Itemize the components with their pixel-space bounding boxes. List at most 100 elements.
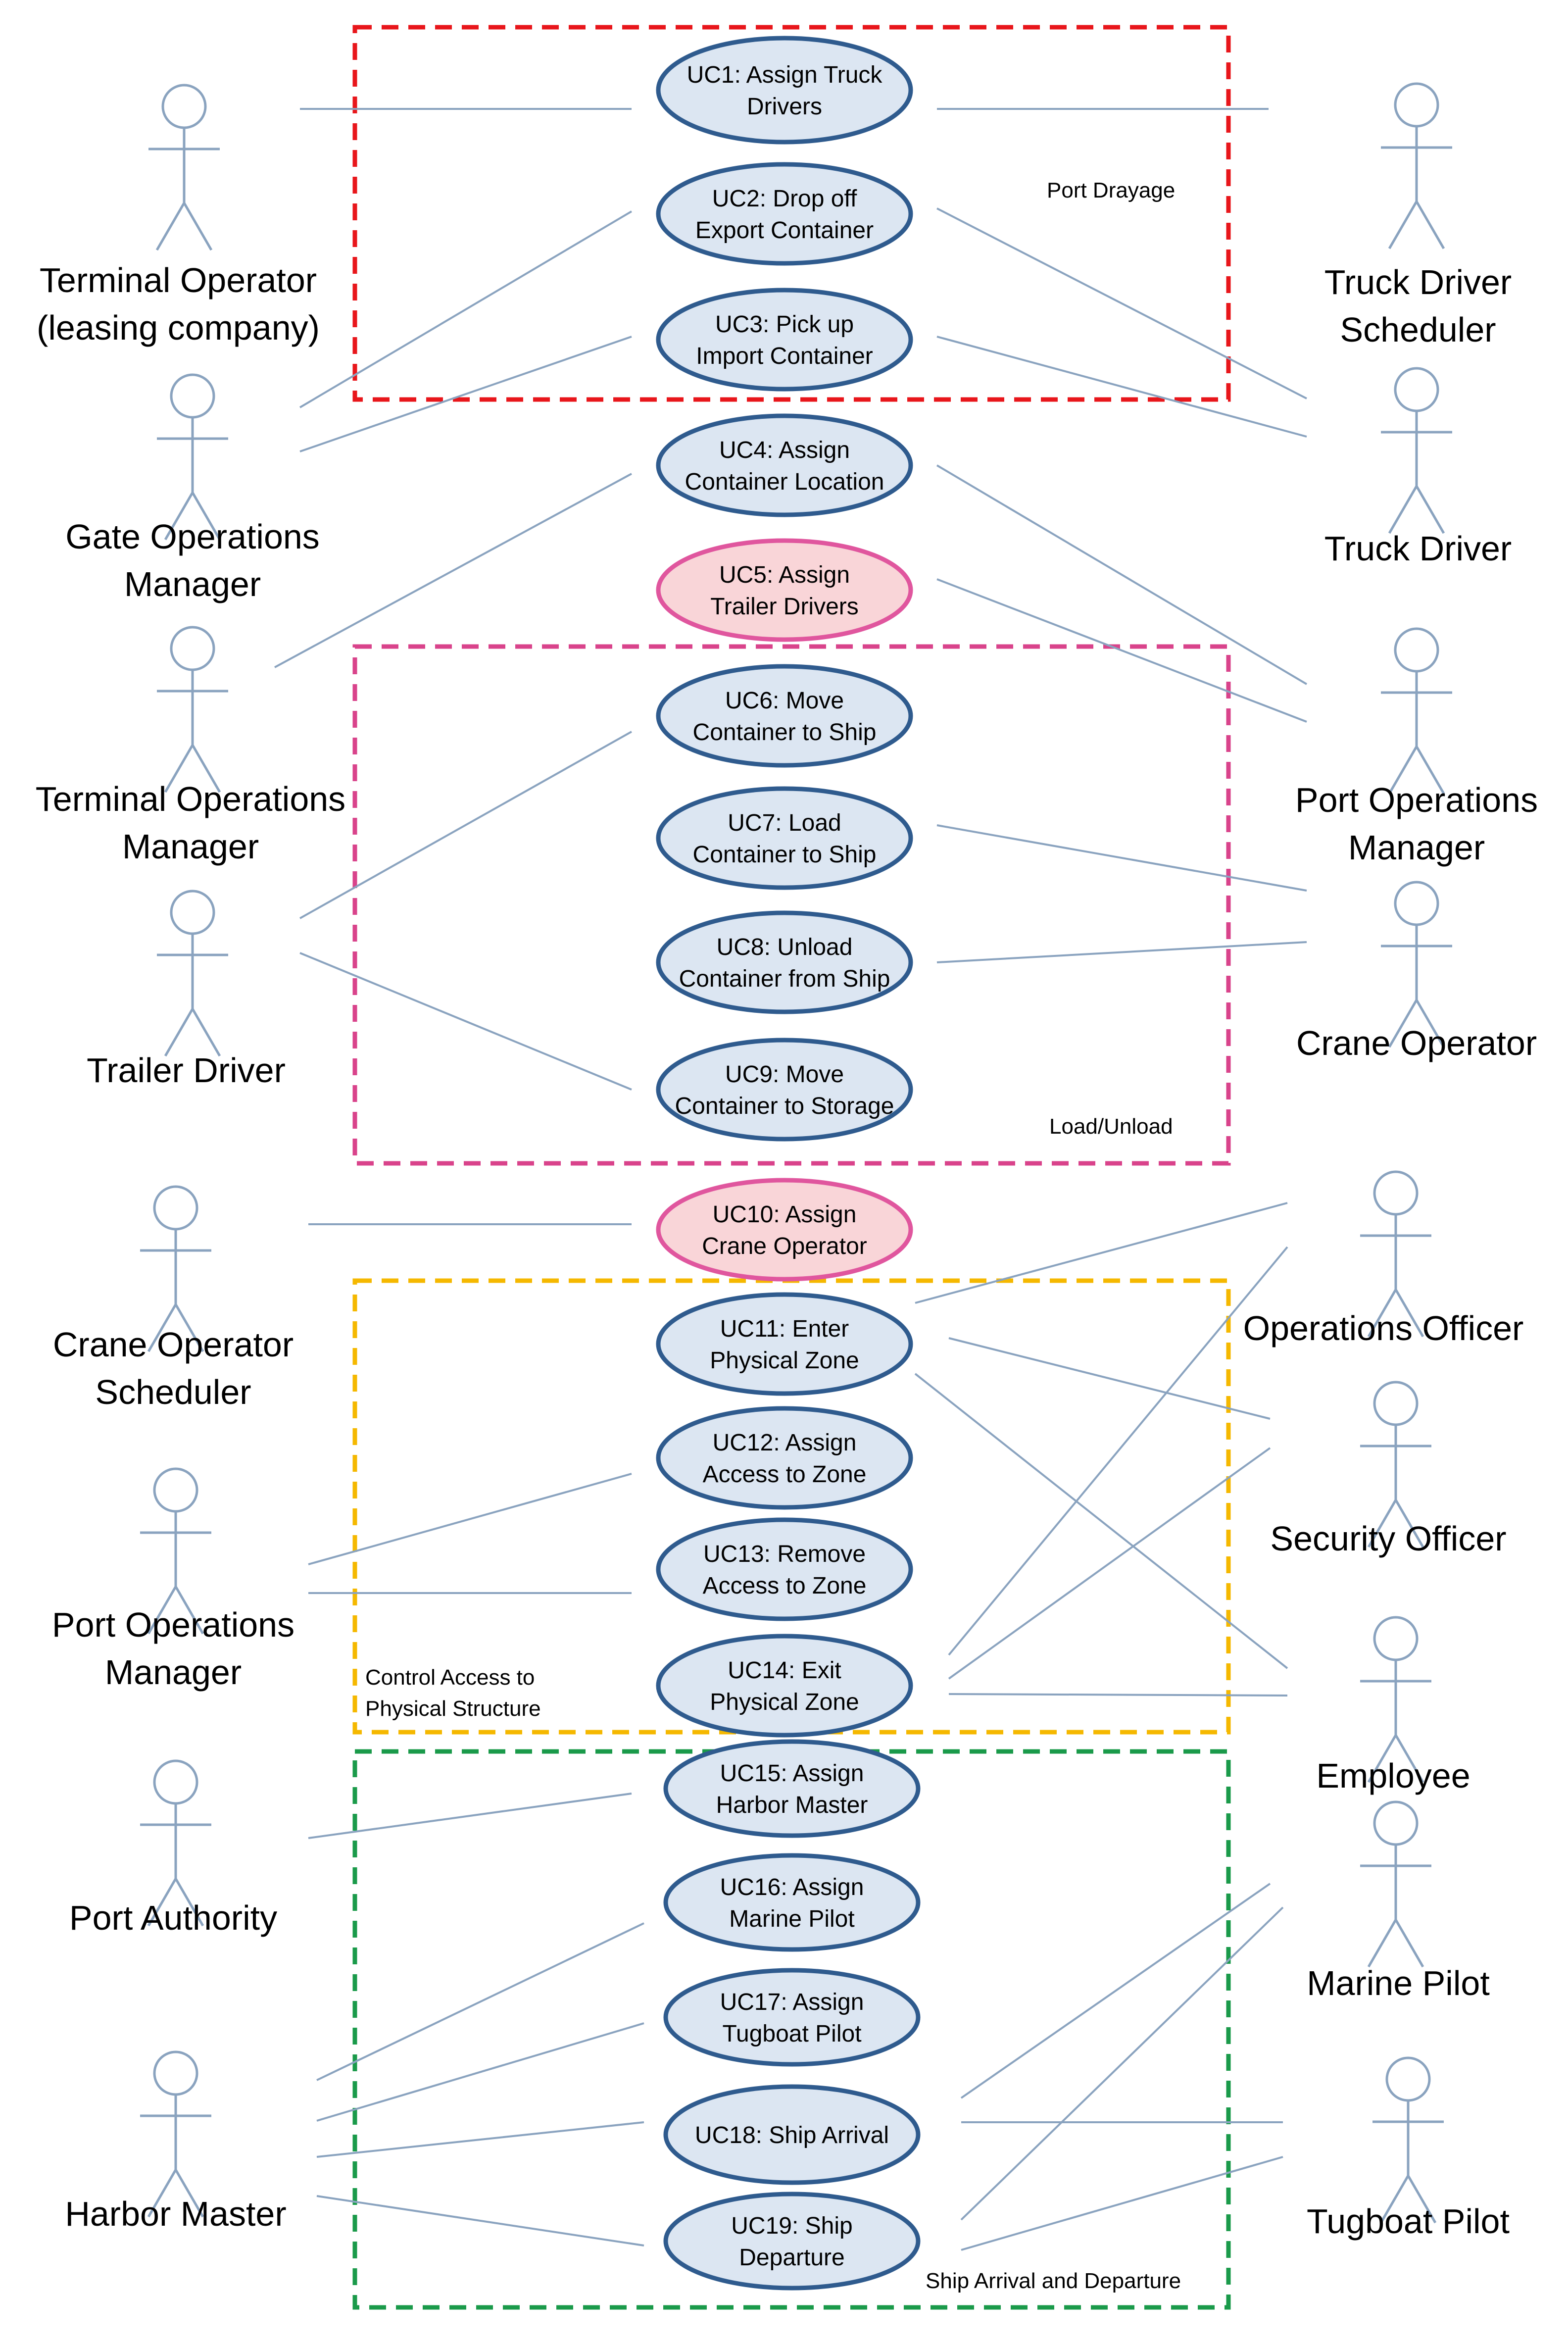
association-line [274, 473, 632, 668]
actor-label: Manager [122, 827, 259, 866]
use-case-ellipse [663, 2192, 921, 2291]
stick-figure-icon [157, 373, 228, 541]
stick-figure-icon [1372, 2056, 1444, 2224]
use-case-label: UC9: Move [725, 1061, 844, 1088]
association-line [960, 1883, 1271, 2099]
use-case-label: UC8: Unload [717, 934, 853, 960]
use-case-label: UC4: Assign [719, 437, 850, 463]
association-line [936, 941, 1307, 963]
actor-tugboat-pilot: Tugboat Pilot [1307, 2056, 1510, 2241]
use-case-label: Crane Operator [702, 1233, 867, 1259]
use-case-ellipse [656, 910, 913, 1014]
association-line [915, 1202, 1288, 1304]
stick-figure-icon [1381, 367, 1452, 534]
actor-terminal-operator: Terminal Operator(leasing company) [37, 84, 320, 347]
actor-label: Marine Pilot [1307, 1964, 1490, 2002]
use-case-ellipse [663, 1739, 921, 1838]
use-case-label: Departure [739, 2245, 844, 2271]
use-case-label: UC10: Assign [713, 1201, 857, 1228]
use-case-label: Container to Ship [693, 842, 877, 868]
actor-label: Manager [1348, 828, 1485, 867]
association-line [936, 336, 1307, 438]
use-case-ellipse [656, 413, 913, 517]
actor-label: Trailer Driver [87, 1051, 286, 1090]
association-line [948, 1693, 1288, 1697]
actor-operations-officer: Operations Officer [1243, 1170, 1524, 1348]
boundary-load-unload [352, 644, 1231, 1166]
stick-figure-icon [140, 2050, 211, 2218]
actor-label: Security Officer [1270, 1519, 1506, 1558]
actor-employee: Employee [1316, 1616, 1470, 1795]
use-case-ellipse [656, 664, 913, 768]
stick-figure-icon [1381, 881, 1452, 1048]
association-line [948, 1337, 1271, 1420]
actor-label: Truck Driver [1324, 263, 1512, 301]
use-case-ellipse [656, 162, 913, 266]
actor-label: Tugboat Pilot [1307, 2202, 1510, 2241]
use-case-label: UC11: Enter [720, 1316, 849, 1342]
actor-label: (leasing company) [37, 308, 320, 347]
use-case-label: Export Container [695, 217, 874, 244]
actor-marine-pilot: Marine Pilot [1307, 1800, 1490, 2002]
use-case-ellipse [656, 1517, 913, 1621]
group-label-control-access-line1: Control Access to [365, 1665, 535, 1690]
association-line [299, 952, 632, 1091]
association-line [316, 2121, 644, 2158]
actor-port-authority: Port Authority [69, 1759, 277, 1937]
actor-label: Scheduler [1340, 310, 1496, 349]
stick-figure-icon [1360, 1800, 1431, 1968]
stick-figure-icon [1360, 1616, 1431, 1783]
association-line [961, 2156, 1283, 2251]
stick-figure-icon [1360, 1381, 1431, 1548]
use-case-ellipse [663, 2084, 921, 2185]
use-case-label: UC17: Assign [720, 1989, 864, 2015]
actor-label: Crane Operator [53, 1325, 294, 1364]
association-line [316, 1922, 644, 2081]
association-line [936, 824, 1307, 892]
use-case-label: UC19: Ship [731, 2213, 852, 2239]
association-lines [274, 108, 1308, 2251]
actor-label: Manager [105, 1653, 242, 1692]
stick-figure-icon [1360, 1170, 1431, 1338]
group-label-load-unload: Load/Unload [1049, 1114, 1173, 1139]
association-line [308, 1793, 632, 1839]
actor-label: Terminal Operations [36, 780, 345, 818]
use-case-label: Container to Ship [693, 719, 877, 746]
use-case-label: UC12: Assign [713, 1430, 857, 1456]
stick-figure-icon [157, 626, 228, 793]
use-case-ellipse [656, 1178, 913, 1282]
stick-figure-icon [140, 1185, 211, 1352]
actor-trailer-driver: Trailer Driver [87, 890, 286, 1090]
actor-label: Port Authority [69, 1898, 277, 1937]
use-case-label: Physical Zone [710, 1689, 859, 1715]
use-case-label: UC3: Pick up [715, 311, 854, 338]
use-case-label: UC15: Assign [720, 1760, 864, 1787]
actor-label: Operations Officer [1243, 1309, 1524, 1348]
actor-label: Scheduler [95, 1373, 251, 1411]
use-case-uc18: UC18: Ship Arrival [663, 2084, 921, 2185]
actor-label: Port Operations [1295, 781, 1538, 819]
stick-figure-icon [1381, 82, 1452, 250]
use-case-label: UC14: Exit [728, 1657, 841, 1684]
use-case-ellipse [663, 1853, 921, 1952]
use-case-label: UC1: Assign Truck [687, 62, 883, 88]
use-case-ellipse [656, 1634, 913, 1738]
